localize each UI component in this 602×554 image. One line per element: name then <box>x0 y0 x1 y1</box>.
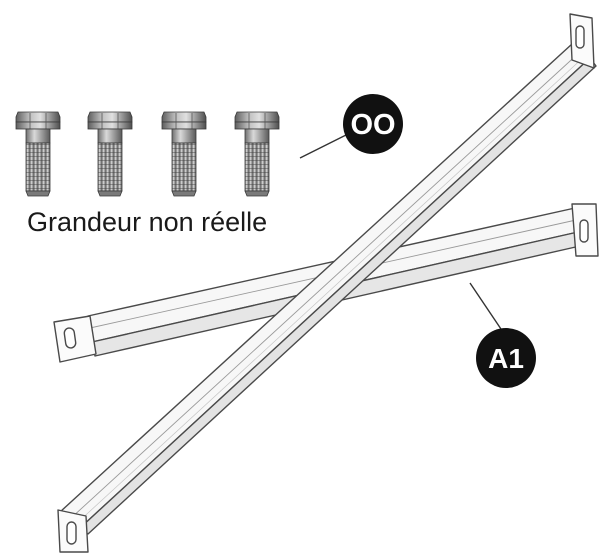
bolt-2 <box>87 111 133 197</box>
callout-oo: OO <box>343 94 403 154</box>
callout-oo-label: OO <box>350 109 395 141</box>
a1-leader-line <box>469 282 506 336</box>
bolt-group <box>15 111 280 197</box>
bolt-1 <box>15 111 61 197</box>
oo-leader-line <box>299 134 347 159</box>
bolt-4 <box>234 111 280 197</box>
callout-a1-label: A1 <box>488 343 524 374</box>
scale-note: Grandeur non réelle <box>27 207 268 237</box>
callout-a1: A1 <box>476 328 536 388</box>
bolt-3 <box>161 111 207 197</box>
bracket-long <box>57 13 597 553</box>
